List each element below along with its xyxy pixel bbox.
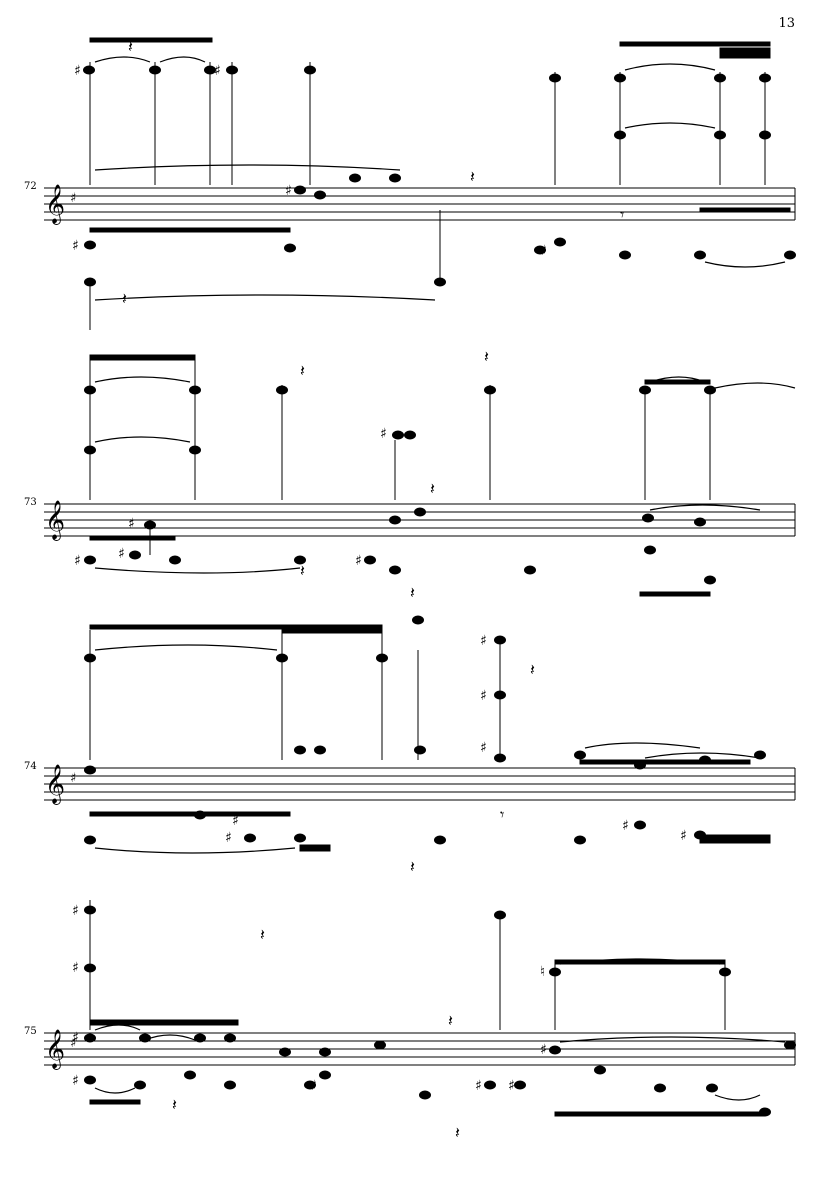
svg-text:♯: ♯ xyxy=(214,63,221,79)
staff-lines xyxy=(44,767,796,801)
rests: 𝄽 𝄽 𝄽 𝄽 xyxy=(172,925,460,1142)
svg-text:♯: ♯ xyxy=(475,1078,482,1094)
lower-beams xyxy=(89,207,791,330)
svg-text:♯: ♯ xyxy=(74,63,81,79)
svg-text:𝄾: 𝄾 xyxy=(620,205,624,224)
measure-number: 73 xyxy=(24,497,37,508)
svg-text:♯: ♯ xyxy=(72,1030,79,1046)
system-74: 74 𝄞 ♯ xyxy=(0,600,835,890)
svg-text:♯: ♯ xyxy=(480,740,487,756)
rests: 𝄽 𝄽 𝄾 𝄽 xyxy=(122,37,624,308)
svg-text:♯: ♯ xyxy=(118,546,125,562)
lower-beams xyxy=(89,759,771,852)
svg-text:𝄽: 𝄽 xyxy=(470,167,475,186)
svg-text:𝄽: 𝄽 xyxy=(430,479,435,498)
svg-text:♯: ♯ xyxy=(355,553,362,569)
key-signature-sharp: ♯ xyxy=(70,191,76,206)
accidentals: ♯ ♯ ♯ ♯ ♯ ♯ ♯ xyxy=(225,633,687,846)
measure-number: 75 xyxy=(24,1026,37,1037)
noteheads xyxy=(84,615,766,845)
treble-clef: 𝄞 xyxy=(45,764,65,805)
noteheads xyxy=(84,385,716,585)
svg-text:♯: ♯ xyxy=(232,813,239,829)
staff-74: 𝄞 ♯ xyxy=(44,615,796,876)
measure-number: 74 xyxy=(24,761,37,772)
svg-text:𝄽: 𝄽 xyxy=(172,1095,177,1114)
svg-text:♯: ♯ xyxy=(72,238,79,254)
upper-voice xyxy=(89,624,501,760)
svg-text:𝄽: 𝄽 xyxy=(300,561,305,580)
svg-text:♯: ♯ xyxy=(72,903,79,919)
svg-text:♯: ♯ xyxy=(285,183,292,199)
system-72: 72 𝄞 ♯ xyxy=(0,0,835,330)
svg-text:♯: ♯ xyxy=(540,1042,547,1058)
svg-text:𝄽: 𝄽 xyxy=(300,361,305,380)
treble-clef: 𝄞 xyxy=(45,1029,65,1070)
svg-text:♯: ♯ xyxy=(480,633,487,649)
key-signature-sharp: ♯ xyxy=(70,1036,76,1051)
slurs xyxy=(94,644,761,854)
svg-text:♮: ♮ xyxy=(540,964,545,980)
staff-lines xyxy=(44,1032,796,1066)
svg-text:𝄽: 𝄽 xyxy=(410,857,415,876)
svg-text:𝄽: 𝄽 xyxy=(122,289,127,308)
slurs xyxy=(94,56,786,301)
treble-clef: 𝄞 xyxy=(45,500,65,541)
svg-text:𝄽: 𝄽 xyxy=(530,660,535,679)
page-number: 13 xyxy=(778,16,795,31)
rests: 𝄽 𝄾 𝄽 xyxy=(410,660,535,876)
svg-text:♯: ♯ xyxy=(225,830,232,846)
noteheads xyxy=(83,65,796,287)
svg-text:𝄽: 𝄽 xyxy=(484,347,489,366)
system-73: 73 𝄞 xyxy=(0,330,835,602)
svg-text:𝄽: 𝄽 xyxy=(128,37,133,56)
accidentals: ♯ ♯ ♯ ♯ ♯ xyxy=(72,63,547,259)
accidentals: ♯ ♯ ♯ ♯ ♯ xyxy=(74,426,387,569)
svg-text:♯: ♯ xyxy=(480,688,487,704)
treble-clef: 𝄞 xyxy=(45,184,65,225)
svg-text:♯: ♯ xyxy=(380,426,387,442)
lower-beams xyxy=(89,525,711,597)
svg-text:𝄽: 𝄽 xyxy=(455,1123,460,1142)
svg-text:♯: ♯ xyxy=(128,516,135,532)
svg-text:♯: ♯ xyxy=(72,960,79,976)
lower-beams xyxy=(89,1019,766,1117)
slurs xyxy=(94,376,796,574)
accidentals: ♯ ♯ ♯ ♯ ♯ ♯ ♯ ♯ ♮ xyxy=(72,903,547,1094)
noteheads xyxy=(84,905,796,1117)
svg-text:𝄾: 𝄾 xyxy=(500,805,504,824)
svg-text:♯: ♯ xyxy=(622,818,629,834)
staff-72: 𝄞 ♯ xyxy=(44,37,796,330)
svg-text:𝄽: 𝄽 xyxy=(448,1011,453,1030)
upper-voice xyxy=(89,354,711,500)
svg-text:♯: ♯ xyxy=(310,1078,317,1094)
upper-voice xyxy=(89,37,771,185)
system-75: 75 𝄞 ♯ xyxy=(0,890,835,1181)
svg-text:♯: ♯ xyxy=(680,828,687,844)
svg-text:𝄽: 𝄽 xyxy=(260,925,265,944)
key-signature-sharp: ♯ xyxy=(70,771,76,786)
svg-text:♯: ♯ xyxy=(540,243,547,259)
rests: 𝄽 𝄽 𝄽 𝄽 𝄽 xyxy=(300,347,489,602)
svg-text:♯: ♯ xyxy=(74,553,81,569)
svg-text:♯: ♯ xyxy=(72,1073,79,1089)
upper-voice xyxy=(89,900,726,1030)
svg-text:♯: ♯ xyxy=(508,1078,515,1094)
measure-number: 72 xyxy=(24,181,37,192)
staff-73: 𝄞 xyxy=(44,347,796,602)
slurs xyxy=(94,958,786,1101)
staff-75: 𝄞 ♯ xyxy=(44,900,796,1142)
staff-lines xyxy=(44,187,796,221)
svg-text:𝄽: 𝄽 xyxy=(410,583,415,602)
